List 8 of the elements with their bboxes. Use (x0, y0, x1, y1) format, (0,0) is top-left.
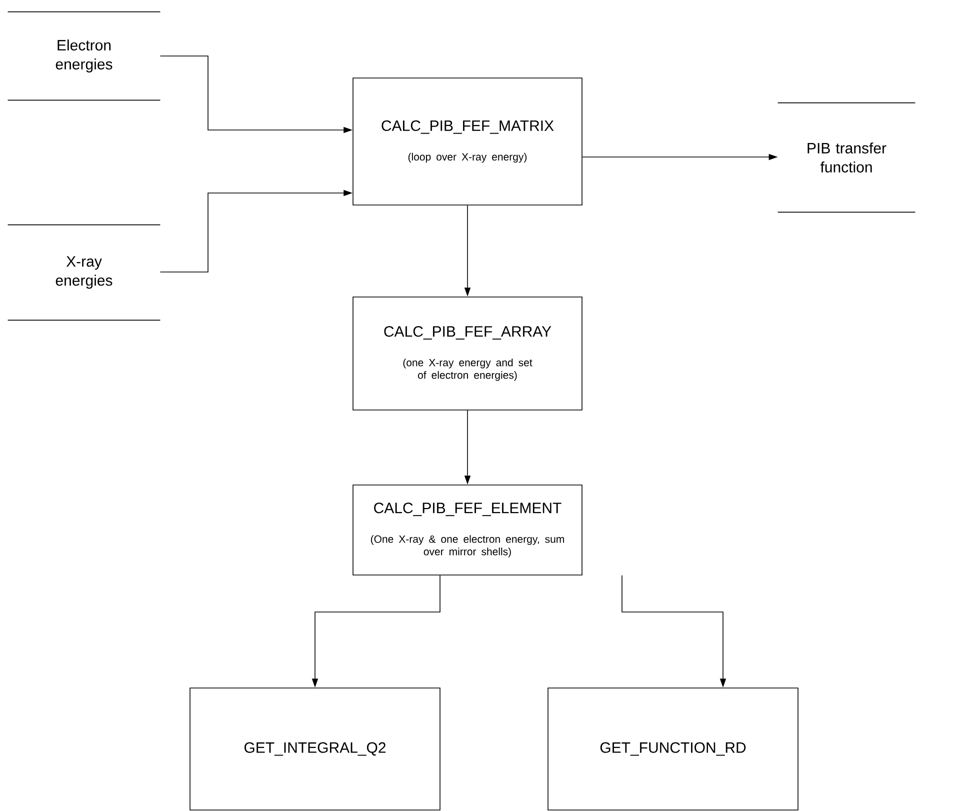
process-box: CALC_PIB_FEF_MATRIX (loop over X-ray energy) (352, 78, 582, 206)
data-store: PIB transfer function (777, 102, 916, 213)
process-box: GET_FUNCTION_RD (548, 688, 798, 810)
process-box: CALC_PIB_FEF_ELEMENT (One X-ray & one electron energy, sum over mirror shells) (352, 484, 582, 576)
data-store: Electron energies (7, 11, 161, 101)
process-box: GET_INTEGRAL_Q2 (190, 688, 440, 810)
process-box: CALC_PIB_FEF_ARRAY (one X-ray energy and set of electron energies) (352, 296, 582, 410)
data-store: X-ray energies (7, 224, 161, 321)
